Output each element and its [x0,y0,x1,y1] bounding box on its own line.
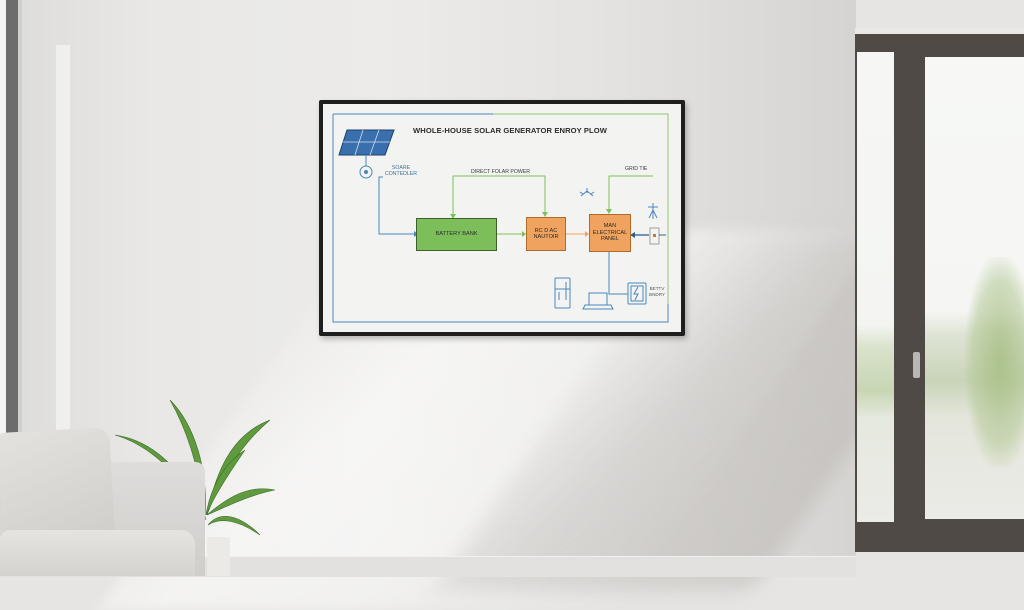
door-lintel [855,28,1024,34]
left-window-frame [6,0,18,440]
door-side-pane [857,52,894,522]
ceiling-fan-icon [579,188,595,197]
left-window [0,0,22,440]
laptop-icon [582,292,614,310]
controller-label: SOARE CONTEDLER [385,165,417,177]
diagram-lines [332,113,669,323]
plant-pot [207,537,230,576]
door-handle[interactable] [913,352,920,378]
battery-lightning-icon [627,282,647,305]
direct-solar-label: DIRECT FOLAR POWER [471,169,530,175]
battery-bank-box: BATTERY BANK [416,218,497,251]
left-window-glass [0,0,6,440]
charge-controller-icon [359,165,373,179]
refrigerator-icon [554,277,571,309]
diagram-title: WHOLE-HOUSE SOLAR GENERATOR ENROY PLOW [413,126,608,135]
poster-frame: WHOLE-HOUSE SOLAR GENERATOR ENROY PLOW S… [319,100,685,336]
transmission-tower-icon [648,203,658,219]
sofa-cushion [0,427,115,543]
energy-flow-diagram: WHOLE-HOUSE SOLAR GENERATOR ENROY PLOW S… [323,104,681,332]
glass-door [855,28,1024,552]
solar-panel-icon [338,129,395,166]
grid-tie-label: GRID TIE [625,166,648,172]
door-main-pane [925,57,1024,519]
battery-storage-label: BETTV BNDRY [649,286,665,297]
sofa-seat [0,530,195,576]
outdoor-tree [965,257,1024,467]
light-reflection [56,45,70,445]
meter-plug-icon [649,227,666,245]
